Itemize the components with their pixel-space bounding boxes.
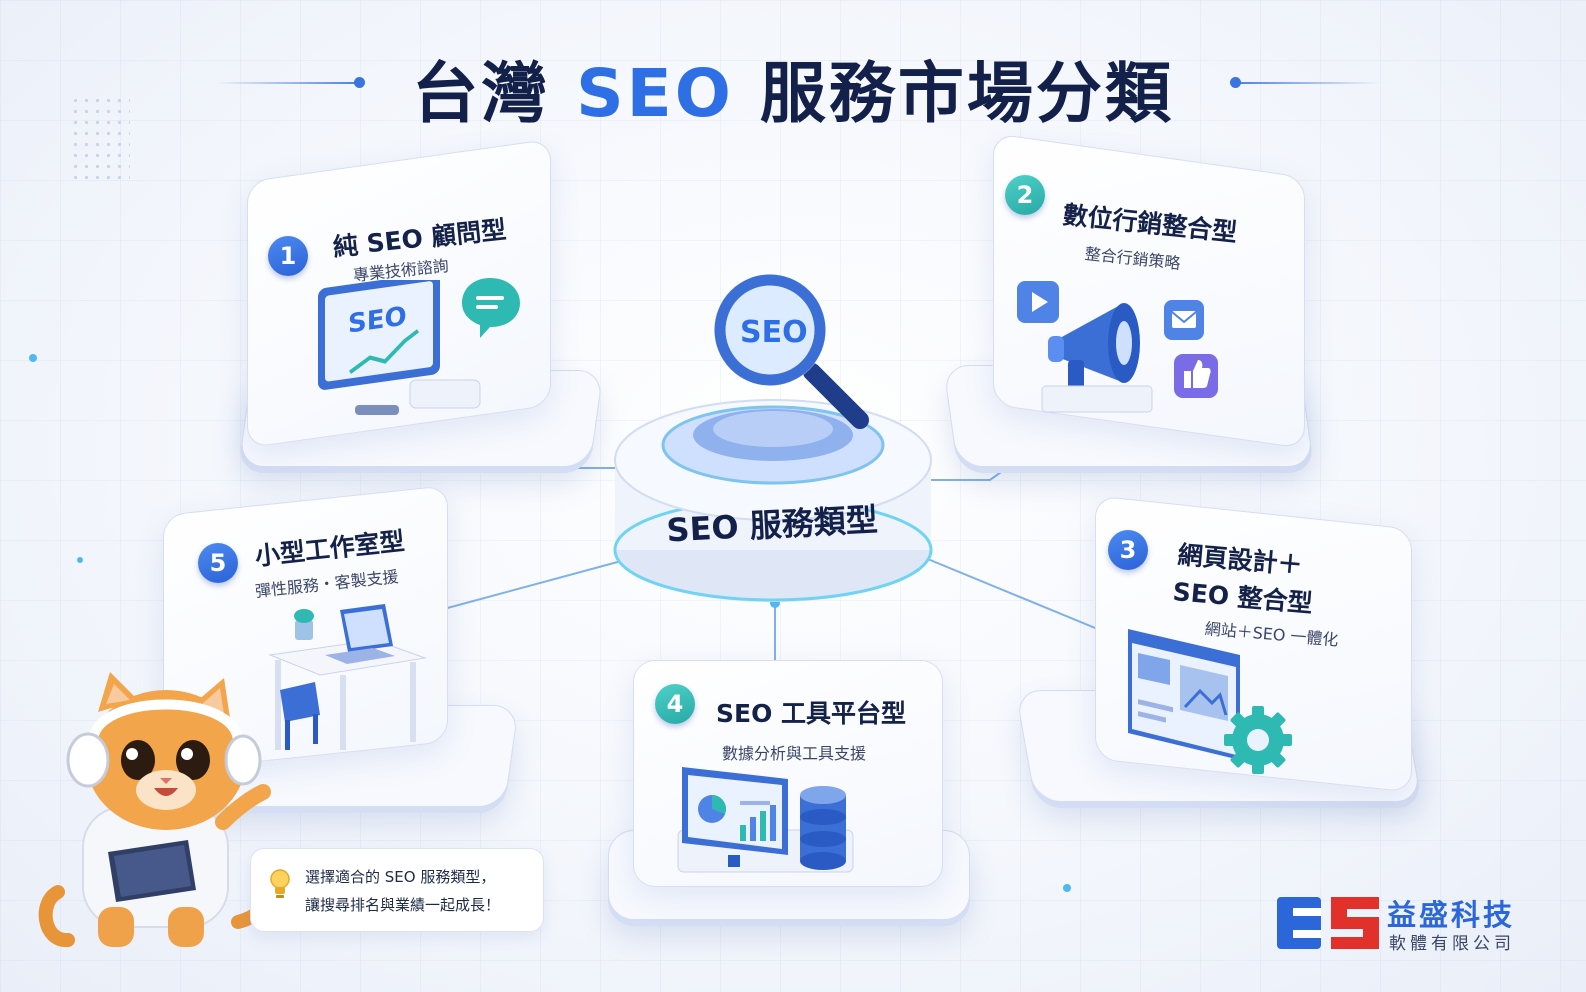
chat-bubble-icon bbox=[458, 272, 528, 342]
brand-logo bbox=[1275, 893, 1383, 951]
magnifier-icon: SEO bbox=[700, 272, 880, 437]
card-1-number: 1 bbox=[268, 236, 308, 276]
analytics-monitor-icon bbox=[670, 765, 870, 880]
browser-window-icon bbox=[1120, 625, 1300, 780]
megaphone-icon bbox=[1042, 303, 1152, 412]
card-5-number: 5 bbox=[198, 543, 238, 583]
cat-mascot bbox=[38, 672, 288, 972]
tip-line-2: 讓搜尋排名與業績一起成長！ bbox=[305, 894, 500, 915]
card-2-number: 2 bbox=[1005, 175, 1045, 215]
tip-bubble: 選擇適合的 SEO 服務類型， 讓搜尋排名與業績一起成長！ bbox=[250, 848, 544, 932]
tip-line-1: 選擇適合的 SEO 服務類型， bbox=[305, 866, 495, 887]
deco-node-b bbox=[77, 557, 83, 563]
deco-node-c bbox=[1063, 884, 1071, 892]
marketing-icons bbox=[1012, 278, 1227, 418]
desk-laptop-icon bbox=[265, 600, 435, 760]
card-3-number: 3 bbox=[1108, 530, 1148, 570]
card-4-subtitle: 數據分析與工具支援 bbox=[722, 740, 866, 764]
card-4-title: SEO 工具平台型 bbox=[716, 694, 906, 730]
link-card-5 bbox=[440, 560, 625, 610]
lens-text: SEO bbox=[740, 315, 808, 350]
card-4-number: 4 bbox=[655, 684, 695, 724]
deco-node-a bbox=[29, 354, 37, 362]
brand-name: 益盛科技 bbox=[1387, 892, 1515, 934]
brand-subtitle: 軟體有限公司 bbox=[1389, 929, 1515, 954]
gear-icon bbox=[1224, 706, 1292, 774]
lightbulb-icon bbox=[267, 867, 293, 901]
link-card-3 bbox=[918, 555, 1100, 630]
database-icon bbox=[800, 786, 846, 870]
